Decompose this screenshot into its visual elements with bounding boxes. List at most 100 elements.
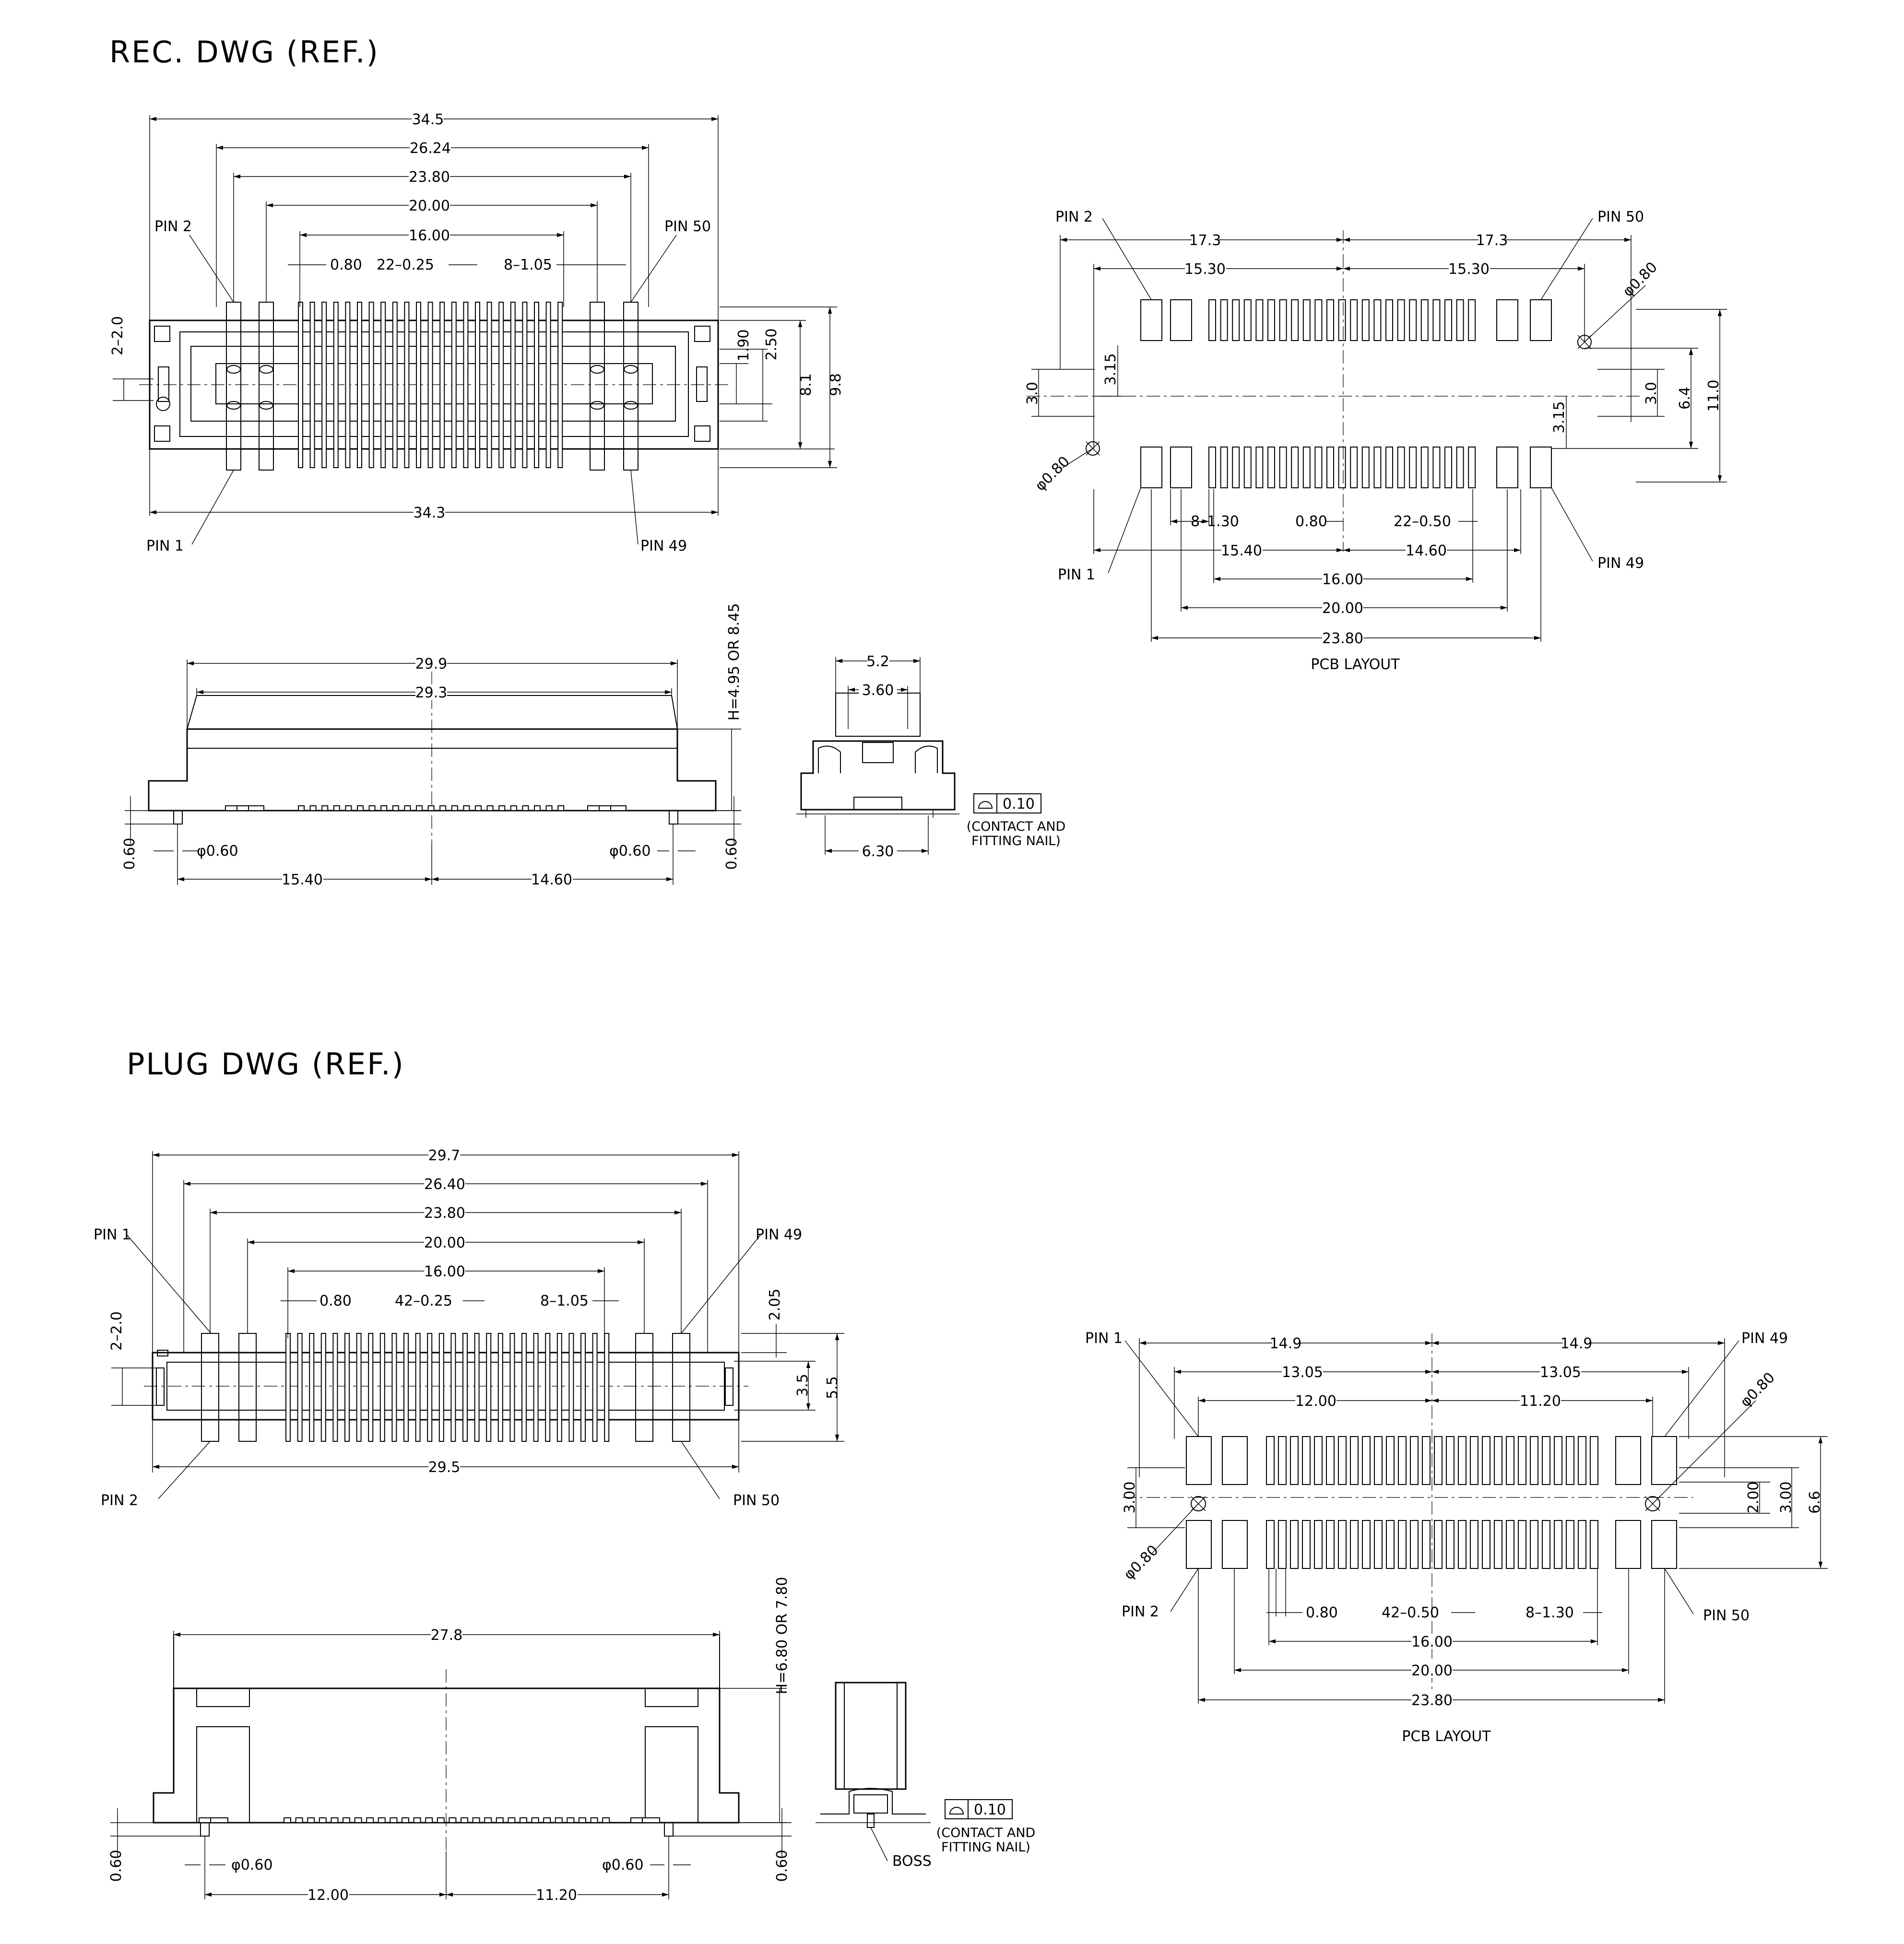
rec-side-height-note: H=4.95 OR 8.45 — [726, 603, 743, 721]
plug-top-view: 29.7 26.40 23.80 20.00 16.00 0.80 42–0.2… — [94, 1147, 844, 1509]
rec-side-pad — [321, 805, 329, 811]
rec-side-29-3: 29.3 — [415, 684, 448, 701]
plug-top-contact — [497, 1333, 503, 1442]
plug-pcb-11-20: 11.20 — [1520, 1393, 1561, 1410]
plug-pcb-pad — [1506, 1520, 1514, 1569]
rec-top-contact — [522, 302, 528, 468]
plug-side-pad — [496, 1817, 504, 1823]
rec-pcb-pad — [1232, 299, 1240, 341]
plug-pcb-pin49-label: PIN 49 — [1741, 1330, 1788, 1347]
plug-pcb-pad — [1566, 1520, 1574, 1569]
rec-side-pad — [368, 805, 376, 811]
plug-top-contacts — [285, 1333, 610, 1442]
plug-pcb-pad — [1326, 1436, 1335, 1485]
rec-dim-1-90: 1.90 — [735, 330, 752, 362]
rec-pcb-pad — [1420, 447, 1429, 488]
rec-top-contact — [298, 302, 303, 468]
plug-pcb-pad — [1338, 1436, 1347, 1485]
plug-pcb-pad — [1458, 1436, 1466, 1485]
plug-pcb-pad — [1470, 1436, 1478, 1485]
rec-pcb-pad — [1432, 299, 1441, 341]
plug-pcb-pad — [1374, 1436, 1383, 1485]
rec-pcb-pitch-0-80: 0.80 — [1295, 513, 1327, 530]
plug-pcb-14-9-left: 14.9 — [1270, 1335, 1302, 1352]
plug-pcb-pad — [1494, 1520, 1502, 1569]
rec-pcb-pad — [1420, 299, 1429, 341]
plug-dim-29-5: 29.5 — [428, 1459, 461, 1476]
rec-dim-8-1: 8.1 — [798, 373, 815, 396]
plug-dim-16-00: 16.00 — [424, 1263, 465, 1280]
rec-pcb-pad — [1302, 447, 1311, 488]
plug-flatness-note-1: (CONTACT AND — [936, 1826, 1036, 1840]
plug-pcb-pad — [1578, 1520, 1586, 1569]
plug-side-nail-dia-left: φ0.60 — [231, 1857, 273, 1873]
plug-pcb-pad — [1542, 1436, 1550, 1485]
plug-pcb-3-00-right: 3.00 — [1778, 1482, 1795, 1514]
rec-pcb-pad — [1338, 447, 1346, 488]
plug-side-pad — [425, 1817, 433, 1823]
rec-pcb-3-15-left: 3.15 — [1102, 353, 1119, 386]
plug-pcb-pad — [1494, 1436, 1502, 1485]
plug-pcb-layout: 14.9 14.9 13.05 13.05 12.00 11.20 3.00 2… — [1085, 1330, 1828, 1745]
rec-side-pad — [545, 805, 553, 811]
plug-pcb-caption: PCB LAYOUT — [1402, 1728, 1491, 1745]
plug-top-contact — [379, 1333, 385, 1442]
rec-side-pad — [610, 805, 627, 811]
plug-pcb-pad — [1290, 1436, 1299, 1485]
receptacle-title: REC. DWG (REF.) — [109, 35, 379, 70]
plug-side-27-8: 27.8 — [431, 1627, 463, 1644]
rec-top-contact — [345, 302, 351, 468]
rec-pcb-pad — [1373, 447, 1382, 488]
plug-side-pad — [531, 1817, 539, 1823]
plug-top-contact — [368, 1333, 374, 1442]
rec-pcb-17-3-left: 17.3 — [1189, 232, 1221, 249]
rec-pcb-hole-bottom: φ0.80 — [1032, 453, 1073, 495]
plug-side-contacts — [199, 1817, 660, 1823]
plug-pcb-pad — [1554, 1520, 1562, 1569]
plug-pcb-16-00: 16.00 — [1411, 1634, 1453, 1650]
plug-side-nail-dia-right: φ0.60 — [602, 1857, 644, 1873]
rec-side-pad — [357, 805, 364, 811]
plug-top-contact — [533, 1333, 539, 1442]
rec-top-contact — [463, 302, 469, 468]
plug-top-contact — [474, 1333, 480, 1442]
plug-pcb-pad — [1422, 1520, 1431, 1569]
plug-top-contact — [604, 1333, 610, 1442]
rec-pcb-pin49-label: PIN 49 — [1597, 555, 1644, 572]
plug-side-pad — [319, 1817, 327, 1823]
plug-top-pin49-label: PIN 49 — [756, 1226, 802, 1243]
rec-side-nail-dia-right: φ0.60 — [609, 843, 651, 860]
rec-pcb-pin50-label: PIN 50 — [1597, 209, 1644, 225]
rec-pcb-14-60: 14.60 — [1406, 542, 1447, 559]
plug-pcb-pad — [1518, 1436, 1526, 1485]
plug-side-pad — [366, 1817, 374, 1823]
rec-pcb-17-3-right: 17.3 — [1476, 232, 1508, 249]
rec-pcb-pad — [1243, 299, 1252, 341]
rec-pcb-pad — [1409, 447, 1417, 488]
rec-flatness-note-1: (CONTACT AND — [967, 819, 1066, 834]
rec-pcb-pad — [1385, 447, 1393, 488]
rec-dim-34-5: 34.5 — [412, 111, 444, 128]
rec-pcb-pad — [1326, 447, 1334, 488]
plug-pcb-pad — [1506, 1436, 1514, 1485]
rec-pcb-3-0-left: 3.0 — [1024, 382, 1041, 405]
rec-pcb-pad — [1361, 447, 1370, 488]
plug-dim-20-00: 20.00 — [424, 1235, 465, 1251]
plug-pcb-pad — [1410, 1436, 1419, 1485]
rec-pcb-pads — [1208, 299, 1476, 488]
rec-dim-23-80: 23.80 — [409, 169, 450, 186]
plug-side-pad — [642, 1817, 660, 1823]
plug-end-view: BOSS 0.10 (CONTACT AND FITTING NAIL) — [816, 1682, 1036, 1870]
rec-top-mating-cavity — [190, 346, 676, 422]
rec-pcb-hole — [1086, 441, 1100, 456]
rec-side-contacts — [225, 805, 627, 811]
plug-top-contact — [297, 1333, 303, 1442]
plug-pcb-pad — [1350, 1520, 1359, 1569]
rec-side-29-9: 29.9 — [415, 656, 448, 672]
rec-side-nail-dia-left: φ0.60 — [197, 843, 238, 860]
plug-pcb-hole — [1645, 1496, 1660, 1511]
rec-top-post — [226, 302, 241, 471]
rec-side-standoff-left: 0.60 — [121, 838, 138, 870]
rec-pcb-pad — [1409, 299, 1417, 341]
flatness-icon — [949, 1807, 964, 1814]
